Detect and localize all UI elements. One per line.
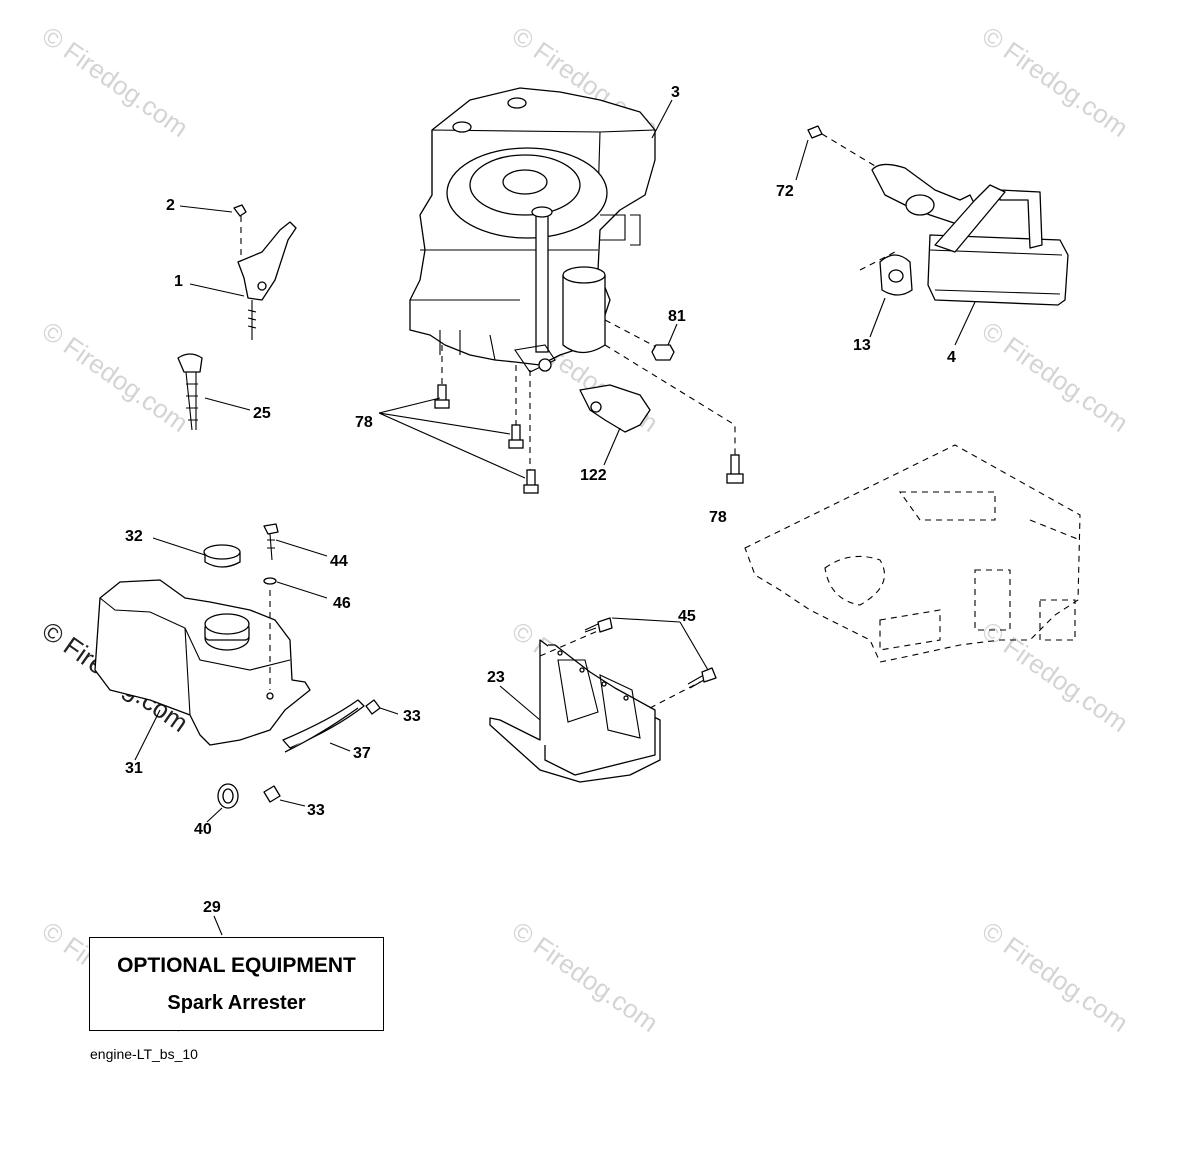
- throttle-control-drawing: [177, 204, 297, 431]
- callouts: 3 2 1 25 72 13 4 81 78 122 78 32 44 46 3…: [125, 84, 956, 916]
- figure-id: engine-LT_bs_10: [90, 1046, 198, 1062]
- muffler-drawing: [807, 125, 1069, 306]
- callout-31: 31: [125, 760, 143, 777]
- callout-33: 33: [403, 708, 421, 725]
- watermark: © Firedog.com: [507, 915, 664, 1038]
- callout-37: 37: [353, 745, 371, 762]
- callout-45: 45: [678, 608, 696, 625]
- callout-33: 33: [307, 802, 325, 819]
- watermark: © Firedog.com: [977, 915, 1134, 1038]
- callout-46: 46: [333, 595, 351, 612]
- engine-drawing: [409, 87, 656, 373]
- callout-3: 3: [671, 84, 680, 101]
- optional-equipment-box: OPTIONAL EQUIPMENT Spark Arrester: [89, 937, 384, 1031]
- callout-32: 32: [125, 528, 143, 545]
- heat-shield-drawing: [489, 617, 717, 783]
- callout-13: 13: [853, 337, 871, 354]
- callout-40: 40: [194, 821, 212, 838]
- watermark: © Firedog.com: [37, 315, 194, 438]
- callout-44: 44: [330, 553, 348, 570]
- callout-4: 4: [947, 349, 956, 366]
- callout-78: 78: [355, 414, 373, 431]
- frame-drawing: [744, 444, 1081, 663]
- optional-equipment-item: Spark Arrester: [167, 992, 306, 1014]
- watermark: © Firedog.com: [977, 315, 1134, 438]
- watermark: © Firedog.com: [37, 20, 194, 143]
- callout-23: 23: [487, 669, 505, 686]
- callout-122: 122: [580, 467, 607, 484]
- leader-lines: [134, 99, 976, 936]
- fuel-tank-drawing: [94, 523, 381, 809]
- watermark: © Firedog.com: [977, 20, 1134, 143]
- optional-equipment-title: OPTIONAL EQUIPMENT: [117, 954, 356, 977]
- callout-72: 72: [776, 183, 794, 200]
- callout-1: 1: [174, 273, 183, 290]
- watermark: © Firedog.com: [977, 615, 1134, 738]
- callout-29: 29: [203, 899, 221, 916]
- callout-78: 78: [709, 509, 727, 526]
- callout-2: 2: [166, 197, 175, 214]
- callout-25: 25: [253, 405, 271, 422]
- callout-81: 81: [668, 308, 686, 325]
- engine-hardware: [378, 319, 744, 494]
